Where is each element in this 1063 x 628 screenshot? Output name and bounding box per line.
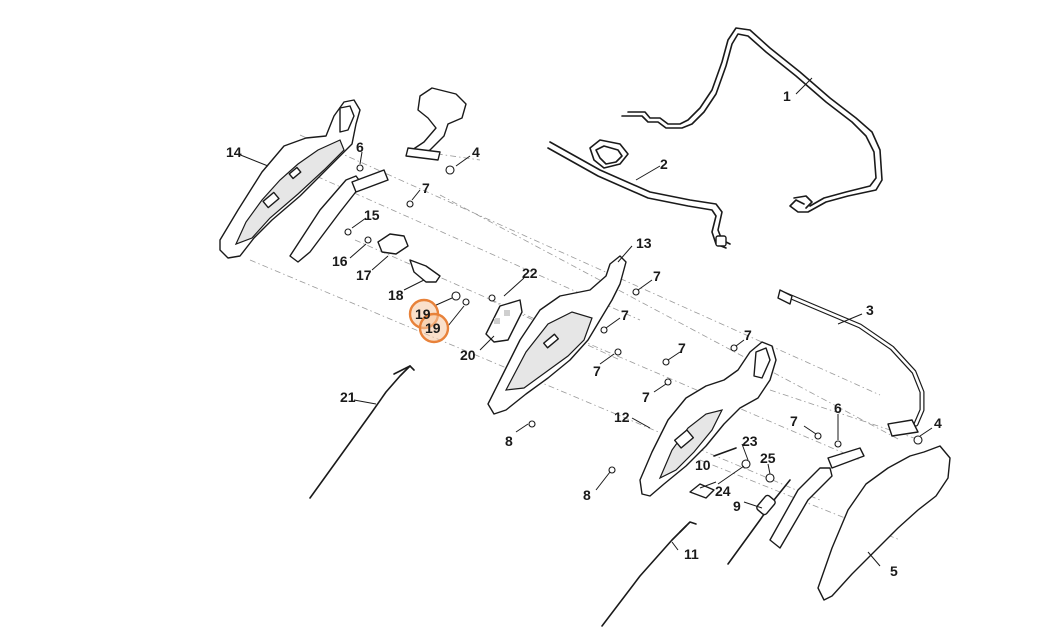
screws [344, 164, 923, 474]
callout-14[interactable]: 14 [226, 144, 242, 160]
callout-20[interactable]: 20 [460, 347, 476, 363]
side-cover-left [219, 99, 361, 259]
callout-4b[interactable]: 4 [934, 415, 942, 431]
callouts: 1 2 3 4 4 5 6 6 7 7 7 7 7 7 7 7 8 8 9 10… [226, 88, 942, 579]
callout-24[interactable]: 24 [715, 483, 731, 499]
side-cover-lower-right [769, 419, 951, 601]
callout-2[interactable]: 2 [660, 156, 668, 172]
callout-7a[interactable]: 7 [422, 180, 430, 196]
callout-7d[interactable]: 7 [593, 363, 601, 379]
callout-22[interactable]: 22 [522, 265, 538, 281]
callout-1[interactable]: 1 [783, 88, 791, 104]
callout-7f[interactable]: 7 [678, 340, 686, 356]
lever-rod [547, 139, 731, 249]
callout-8b[interactable]: 8 [583, 487, 591, 503]
callout-6b[interactable]: 6 [834, 400, 842, 416]
side-cover-middle [487, 255, 627, 415]
bracket-block [485, 299, 523, 343]
cables [309, 365, 791, 627]
callout-16[interactable]: 16 [332, 253, 348, 269]
clamp-bracket-left [289, 87, 467, 263]
callout-15[interactable]: 15 [364, 207, 380, 223]
callout-17[interactable]: 17 [356, 267, 372, 283]
callout-7c[interactable]: 7 [621, 307, 629, 323]
highlight-ring-19b[interactable] [418, 312, 450, 344]
callout-25[interactable]: 25 [760, 450, 776, 466]
callout-6a[interactable]: 6 [356, 139, 364, 155]
callout-21[interactable]: 21 [340, 389, 356, 405]
callout-11[interactable]: 11 [684, 546, 699, 562]
callout-4a[interactable]: 4 [472, 144, 480, 160]
callout-18[interactable]: 18 [388, 287, 404, 303]
side-cover-right [639, 341, 777, 497]
callout-7g[interactable]: 7 [642, 389, 650, 405]
callout-8a[interactable]: 8 [505, 433, 513, 449]
callout-10[interactable]: 10 [695, 457, 711, 473]
callout-19b[interactable]: 19 [425, 320, 441, 336]
callout-3[interactable]: 3 [866, 302, 874, 318]
callout-7e[interactable]: 7 [744, 327, 752, 343]
callout-5[interactable]: 5 [890, 563, 898, 579]
callout-23[interactable]: 23 [742, 433, 758, 449]
callout-9[interactable]: 9 [733, 498, 741, 514]
callout-7h[interactable]: 7 [790, 413, 798, 429]
callout-12[interactable]: 12 [614, 409, 630, 425]
highlight-19 [408, 298, 450, 344]
handle-tube-lower [777, 289, 925, 427]
callout-13[interactable]: 13 [636, 235, 652, 251]
small-parts [689, 447, 775, 499]
callout-7b[interactable]: 7 [653, 268, 661, 284]
knob-assembly [364, 233, 470, 306]
callout-19a[interactable]: 19 [415, 306, 431, 322]
leader-lines [237, 77, 933, 567]
handle-bar-upper [621, 27, 883, 213]
